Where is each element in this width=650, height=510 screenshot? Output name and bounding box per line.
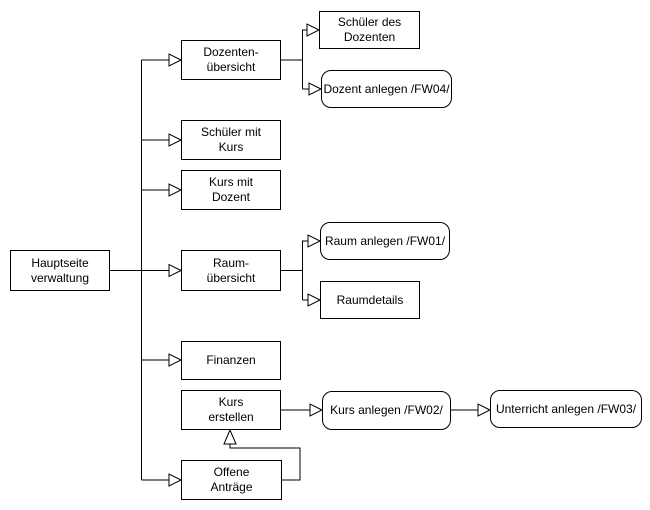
node-kurs-mit-dozent[interactable]: Kurs mit Dozent	[181, 170, 281, 210]
edge-hauptseite-offene-antraege	[141, 473, 183, 487]
arrowhead-icon	[477, 403, 492, 417]
edge-raum-uebersicht-raum-anlegen	[281, 234, 322, 300]
edge-kurs-erstellen-kurs-anlegen	[281, 403, 324, 417]
arrowhead-icon	[223, 428, 237, 445]
edge-hauptseite-raum-uebersicht	[110, 263, 183, 278]
node-schueler-mit-kurs[interactable]: Schüler mit Kurs	[181, 120, 281, 160]
node-raum-uebersicht[interactable]: Raum- übersicht	[181, 250, 281, 291]
arrowhead-icon	[168, 473, 183, 487]
edge-dozenten-uebersicht-dozent-anlegen	[302, 82, 323, 96]
node-label: Schüler des Dozenten	[337, 15, 402, 44]
node-raumdetails[interactable]: Raumdetails	[320, 281, 420, 319]
node-label: Dozenten- übersicht	[203, 45, 259, 74]
node-label: Offene Anträge	[210, 465, 253, 494]
edge-hauptseite-schueler-mit-kurs	[141, 133, 183, 147]
node-dozent-anlegen-fw04[interactable]: Dozent anlegen /FW04/	[321, 70, 452, 108]
node-label: Raum- übersicht	[206, 255, 256, 285]
node-label: Kurs erstellen	[208, 395, 254, 424]
edge-hauptseite-kurs-mit-dozent	[141, 183, 183, 197]
edge-offene-antraege-kurs-erstellen	[223, 428, 301, 481]
node-finanzen[interactable]: Finanzen	[181, 341, 281, 380]
node-hauptseite-verwaltung[interactable]: Hauptseite verwaltung	[10, 250, 110, 291]
arrowhead-icon	[306, 23, 321, 37]
arrowhead-icon	[168, 263, 183, 278]
node-kurs-erstellen[interactable]: Kurs erstellen	[181, 390, 281, 430]
node-raum-anlegen-fw01[interactable]: Raum anlegen /FW01/	[320, 222, 450, 260]
arrowhead-icon	[308, 82, 323, 96]
node-label: Unterricht anlegen /FW03/	[495, 401, 637, 416]
edge-hauptseite-dozenten-uebersicht	[141, 53, 183, 67]
node-label: Raumdetails	[336, 292, 404, 307]
arrowhead-icon	[309, 403, 324, 417]
node-unterricht-anlegen-fw03[interactable]: Unterricht anlegen /FW03/	[490, 390, 642, 428]
node-label: Hauptseite verwaltung	[30, 255, 90, 285]
edge-dozenten-uebersicht-schueler-des-dozenten	[281, 23, 321, 89]
node-schueler-des-dozenten[interactable]: Schüler des Dozenten	[319, 11, 420, 49]
node-kurs-anlegen-fw02[interactable]: Kurs anlegen /FW02/	[322, 391, 451, 430]
arrowhead-icon	[168, 53, 183, 67]
node-label: Finanzen	[206, 353, 256, 367]
node-label: Kurs mit Dozent	[208, 175, 253, 204]
arrowhead-icon	[307, 234, 322, 248]
node-offene-antraege[interactable]: Offene Anträge	[181, 460, 282, 500]
node-label: Dozent anlegen /FW04/	[323, 81, 450, 96]
node-label: Schüler mit Kurs	[200, 125, 262, 154]
arrowhead-icon	[168, 353, 183, 367]
edge-raum-uebersicht-raumdetails	[302, 293, 322, 307]
node-label: Kurs anlegen /FW02/	[330, 403, 443, 417]
edge-hauptseite-finanzen	[141, 353, 183, 367]
arrowhead-icon	[168, 183, 183, 197]
arrowhead-icon	[168, 133, 183, 147]
edge-kurs-anlegen-unterricht-anlegen	[451, 403, 492, 417]
arrowhead-icon	[307, 293, 322, 307]
node-dozenten-uebersicht[interactable]: Dozenten- übersicht	[181, 40, 281, 80]
node-label: Raum anlegen /FW01/	[324, 233, 446, 248]
